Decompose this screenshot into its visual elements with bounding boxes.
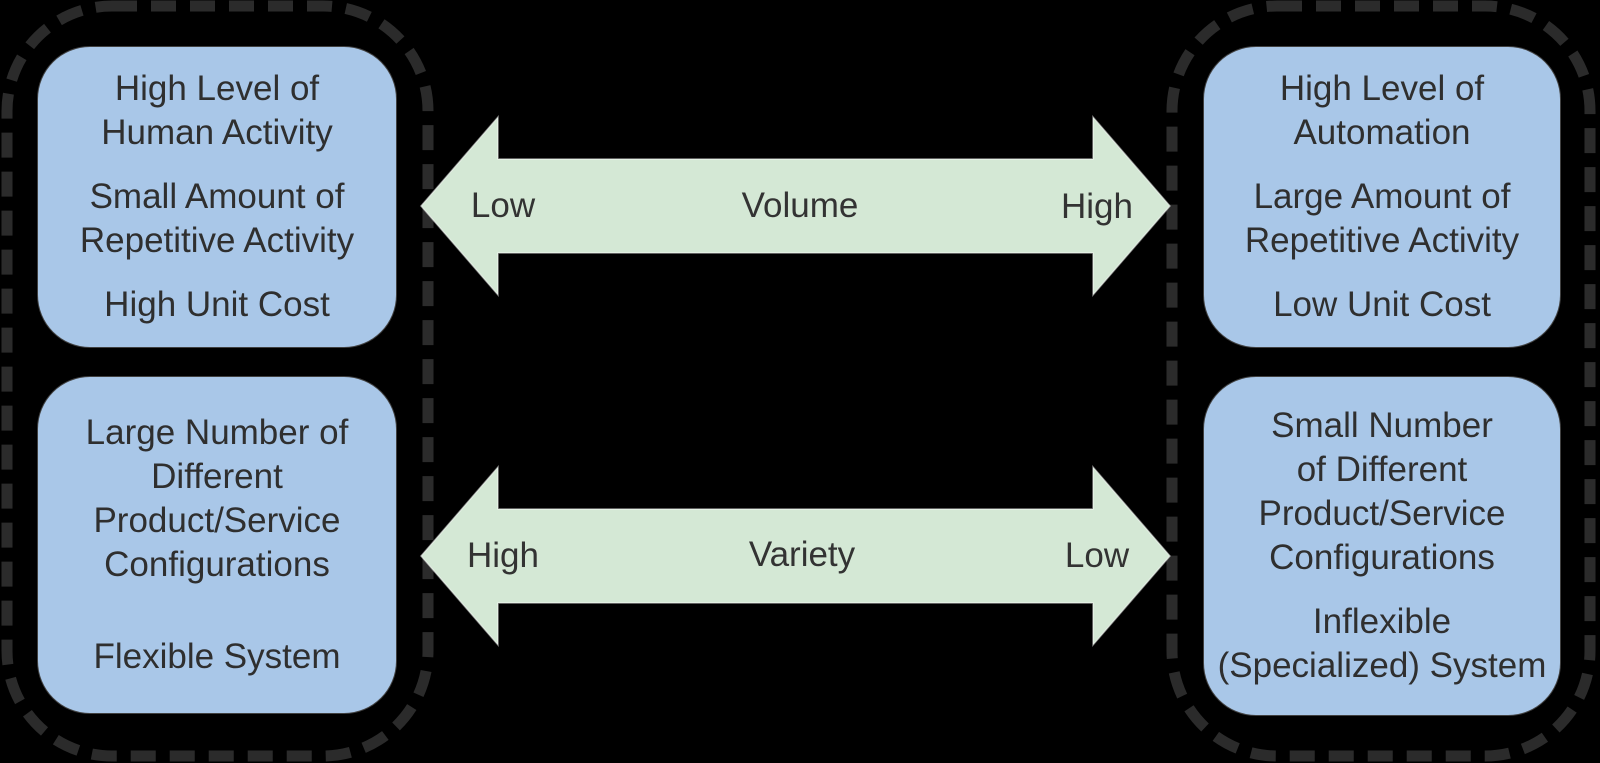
box-line: Repetitive Activity — [1244, 221, 1520, 260]
box-paragraph: High Level of Automation — [1280, 67, 1484, 155]
box-line: (Specialized) System — [1217, 646, 1547, 685]
variety-axis-label: Variety — [748, 535, 856, 574]
box-line: Large Amount of — [1253, 177, 1511, 216]
low-volume-characteristics-box: High Level of Human Activity Small Amoun… — [38, 47, 396, 347]
box-line: Low Unit Cost — [1273, 285, 1491, 324]
volume-axis-label: Volume — [741, 186, 859, 225]
box-line: High Level of — [1279, 69, 1485, 108]
box-line: Inflexible — [1312, 602, 1452, 641]
box-paragraph: Inflexible (Specialized) System — [1218, 600, 1547, 688]
box-line: Different — [151, 457, 283, 496]
box-line: of Different — [1296, 450, 1468, 489]
box-paragraph: Large Amount of Repetitive Activity — [1245, 175, 1519, 263]
box-paragraph: Low Unit Cost — [1273, 283, 1491, 327]
box-line: Small Amount of — [89, 177, 345, 216]
box-line: Product/Service — [93, 501, 341, 540]
variety-high-label: High — [467, 536, 539, 575]
box-line: Human Activity — [101, 113, 333, 152]
box-line: Product/Service — [1258, 494, 1506, 533]
box-paragraph: High Level of Human Activity — [101, 67, 332, 155]
low-variety-characteristics-box: Small Number of Different Product/Servic… — [1204, 377, 1560, 715]
right-dashed-group-border — [1166, 0, 1596, 762]
high-volume-characteristics-box: High Level of Automation Large Amount of… — [1204, 47, 1560, 347]
box-line: Large Number of — [85, 413, 349, 452]
box-paragraph: High Unit Cost — [104, 283, 330, 327]
box-line: Flexible System — [93, 637, 341, 676]
box-line: Small Number — [1271, 406, 1493, 445]
variety-double-arrow — [420, 464, 1171, 648]
box-line: Automation — [1293, 113, 1471, 152]
box-paragraph: Small Number of Different Product/Servic… — [1258, 404, 1505, 580]
volume-low-label: Low — [470, 186, 536, 225]
box-line: High Unit Cost — [104, 285, 330, 324]
box-paragraph: Small Amount of Repetitive Activity — [80, 175, 354, 263]
box-line: Configurations — [104, 545, 330, 584]
high-variety-characteristics-box: Large Number of Different Product/Servic… — [38, 377, 396, 713]
variety-low-label: Low — [1064, 536, 1130, 575]
box-paragraph: Large Number of Different Product/Servic… — [86, 411, 349, 587]
box-line: High Level of — [114, 69, 320, 108]
volume-double-arrow — [420, 114, 1171, 298]
box-line: Repetitive Activity — [79, 221, 355, 260]
left-dashed-group-border — [1, 0, 434, 762]
volume-high-label: High — [1061, 187, 1133, 226]
box-line: Configurations — [1269, 538, 1495, 577]
box-paragraph: Flexible System — [93, 635, 340, 679]
